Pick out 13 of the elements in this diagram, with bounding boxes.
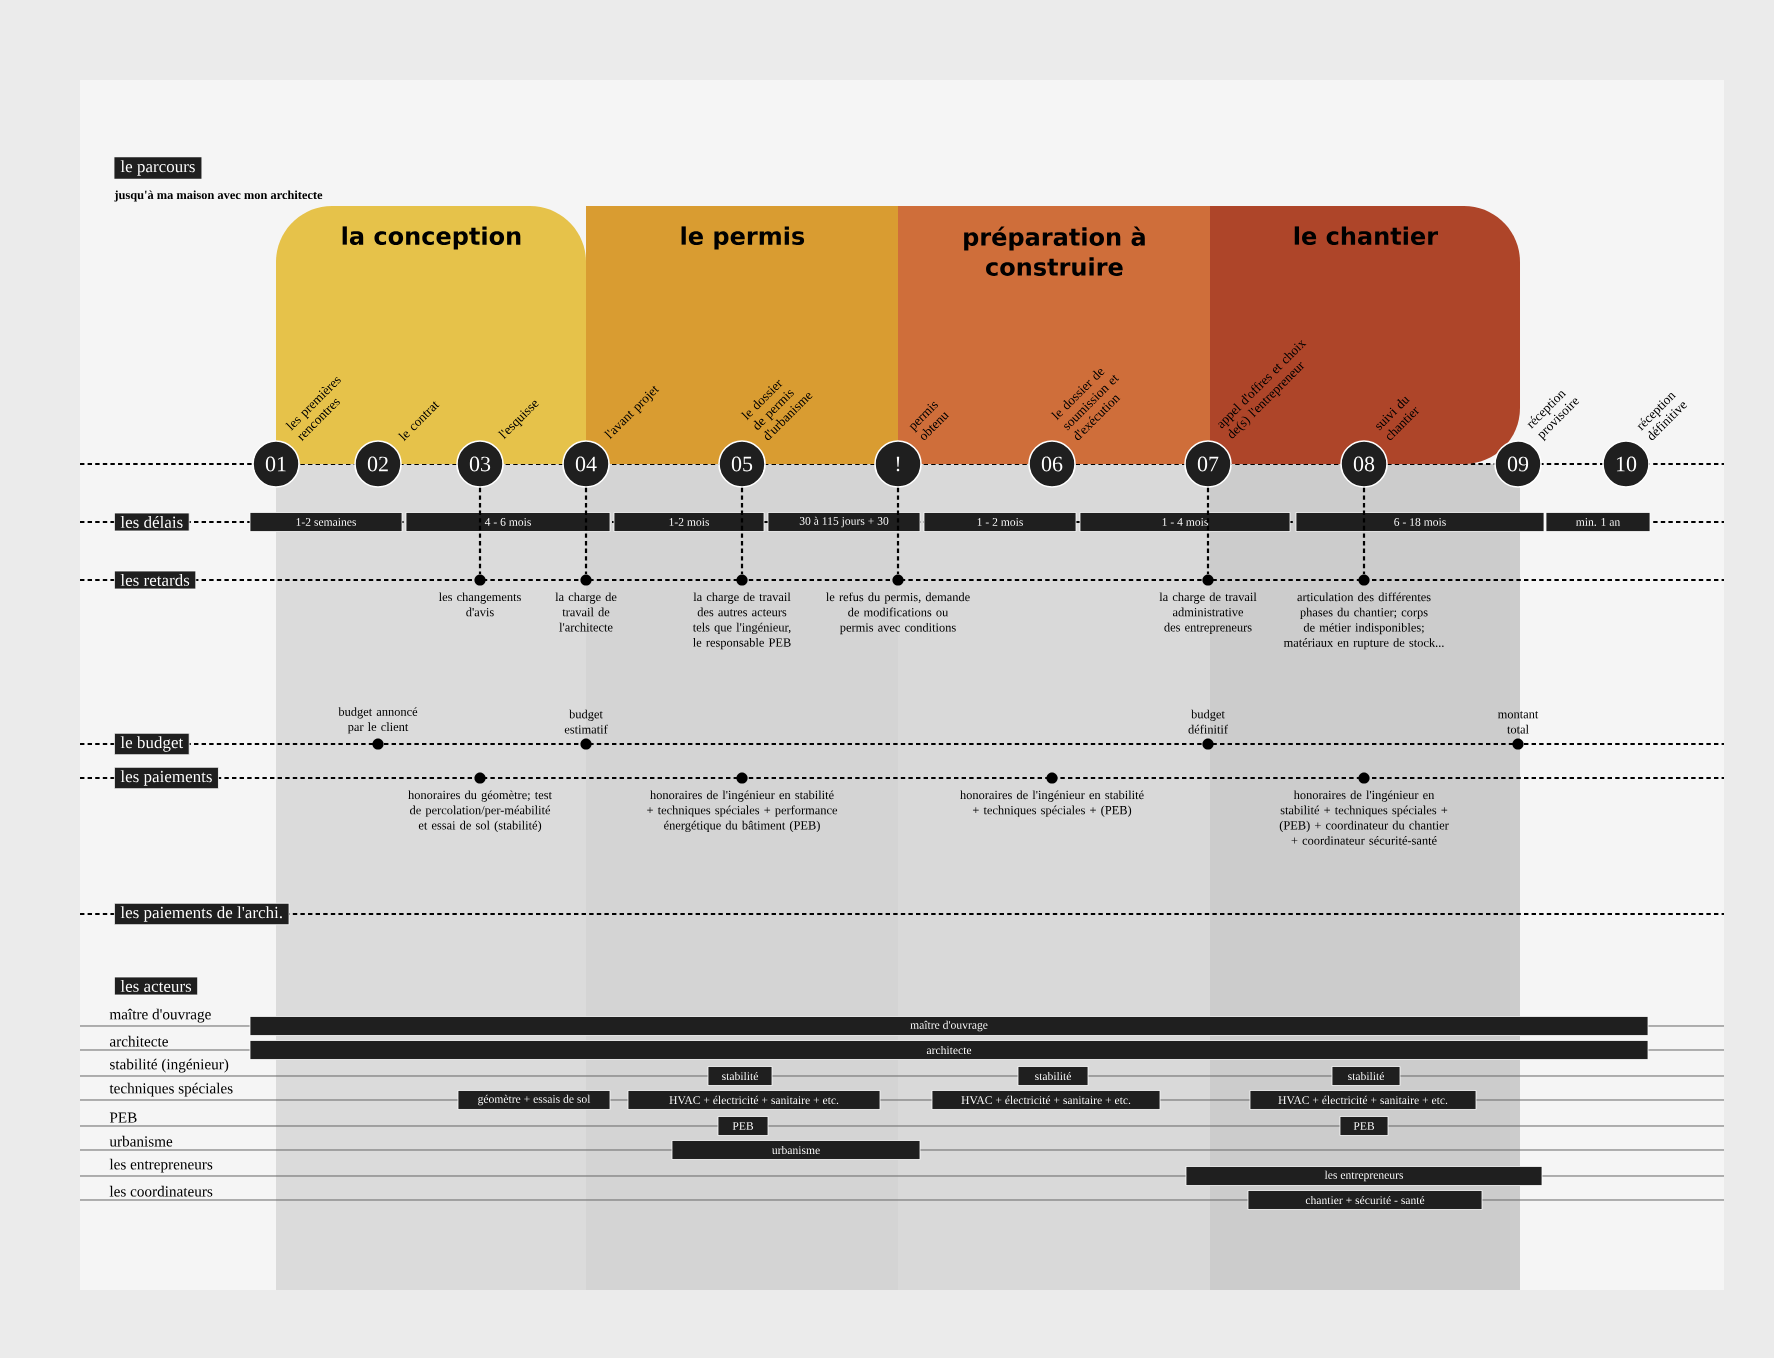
row-header: le budget	[114, 732, 190, 756]
row-header: les paiements	[114, 766, 219, 790]
row-header: les retards	[114, 570, 197, 590]
row-header: les délais	[114, 512, 190, 532]
dotted-connector	[896, 487, 900, 574]
dotted-connector	[478, 487, 482, 574]
title-box: le parcours	[114, 157, 202, 179]
dotted-connector	[1206, 487, 1210, 574]
dotted-connector	[740, 487, 744, 574]
dotted-connector	[584, 487, 588, 574]
dotted-connector	[1362, 487, 1366, 574]
row-header: les acteurs	[114, 976, 199, 996]
row-header: les paiements de l'archi.	[114, 902, 290, 926]
